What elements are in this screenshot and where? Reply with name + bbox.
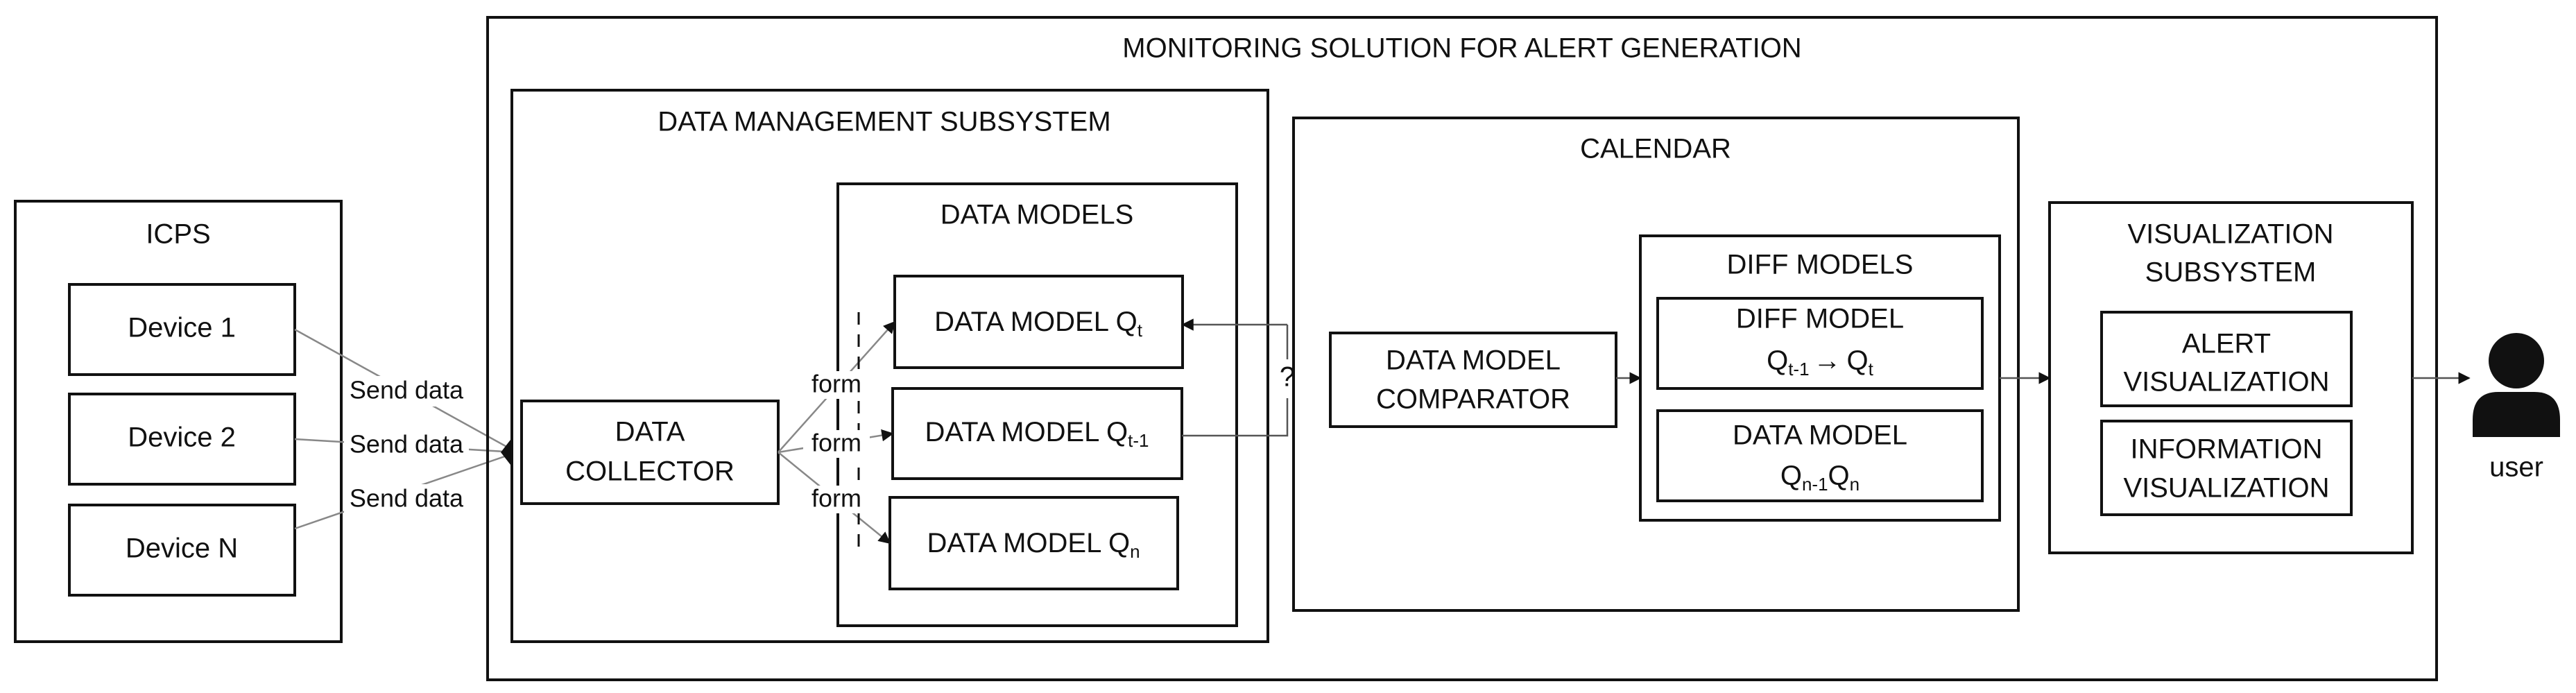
diff-models-title: DIFF MODELS bbox=[1727, 250, 1914, 280]
diff-model-title: DIFF MODEL bbox=[1736, 304, 1904, 334]
form-label-1: form bbox=[812, 370, 861, 398]
icps-title: ICPS bbox=[146, 219, 210, 250]
monitoring-solution-title: MONITORING SOLUTION FOR ALERT GENERATION bbox=[1122, 33, 1801, 64]
data-management-title: DATA MANAGEMENT SUBSYSTEM bbox=[658, 107, 1110, 137]
information-visualization-box: INFORMATION VISUALIZATION bbox=[2100, 420, 2353, 516]
device-n-box: Device N bbox=[68, 504, 296, 597]
send-data-label-3: Send data bbox=[350, 484, 464, 513]
calendar-panel: CALENDAR DATA MODEL COMPARATOR DIFF MODE… bbox=[1292, 117, 2020, 612]
data-model-qt-label: DATA MODEL Qt bbox=[934, 307, 1143, 341]
user-icon bbox=[2473, 333, 2560, 437]
data-model-qt-1-box: DATA MODEL Qt-1 bbox=[891, 387, 1183, 480]
data-models-panel: DATA MODELS DATA MODEL Qt DATA MODEL Qt-… bbox=[836, 182, 1238, 627]
data-model-qt-1-label: DATA MODEL Qt-1 bbox=[925, 417, 1149, 451]
diff-model-formula: Qt-1→Qt bbox=[1767, 345, 1874, 379]
data-collector-box: DATA COLLECTOR bbox=[520, 400, 780, 505]
monitoring-solution-frame bbox=[486, 16, 2438, 681]
send-data-label-1: Send data bbox=[350, 376, 464, 404]
device-2-label: Device 2 bbox=[128, 422, 236, 453]
send-data-label-2: Send data bbox=[350, 430, 464, 459]
question-mark-label: ? bbox=[1280, 362, 1295, 393]
alert-visualization-line-1: ALERT bbox=[2182, 329, 2271, 359]
form-label-2: form bbox=[812, 429, 861, 457]
device-2-box: Device 2 bbox=[68, 393, 296, 486]
icps-panel: ICPS Device 1 Device 2 Device N bbox=[14, 200, 343, 643]
diff-models-panel: DIFF MODELS DIFF MODEL Qt-1→Qt DATA MODE… bbox=[1639, 234, 2001, 522]
comparator-line-1: DATA MODEL bbox=[1386, 345, 1561, 376]
visualization-title-line-2: SUBSYSTEM bbox=[2145, 257, 2317, 288]
information-visualization-line-2: VISUALIZATION bbox=[2123, 473, 2329, 504]
diff-data-model-formula: Qn-1Qn bbox=[1780, 461, 1860, 495]
data-management-subsystem: DATA MANAGEMENT SUBSYSTEM DATA COLLECTOR… bbox=[510, 89, 1269, 643]
alert-visualization-box: ALERT VISUALIZATION bbox=[2100, 311, 2353, 407]
information-visualization-line-1: INFORMATION bbox=[2130, 434, 2322, 465]
device-1-box: Device 1 bbox=[68, 283, 296, 376]
data-model-qt-box: DATA MODEL Qt bbox=[893, 275, 1184, 369]
comparator-line-2: COMPARATOR bbox=[1376, 384, 1570, 415]
device-n-label: Device N bbox=[126, 533, 238, 564]
device-1-label: Device 1 bbox=[128, 313, 236, 343]
data-model-comparator-box: DATA MODEL COMPARATOR bbox=[1329, 332, 1617, 428]
form-edges: form form form bbox=[778, 312, 896, 555]
alert-visualization-line-2: VISUALIZATION bbox=[2123, 367, 2329, 397]
data-model-qn-label: DATA MODEL Qn bbox=[927, 528, 1140, 562]
form-label-3: form bbox=[812, 484, 861, 513]
data-collector-line-2: COLLECTOR bbox=[565, 456, 735, 487]
visualization-subsystem: VISUALIZATION SUBSYSTEM ALERT VISUALIZAT… bbox=[2048, 201, 2414, 554]
send-data-edges: Send data Send data Send data bbox=[294, 328, 520, 530]
calendar-title: CALENDAR bbox=[1580, 134, 1731, 164]
data-model-qn-box: DATA MODEL Qn bbox=[888, 496, 1179, 590]
data-models-title: DATA MODELS bbox=[941, 200, 1134, 230]
diff-data-model-box: DATA MODEL Qn-1Qn bbox=[1656, 409, 1984, 502]
diff-model-box: DIFF MODEL Qt-1→Qt bbox=[1656, 297, 1984, 390]
user-label: user bbox=[2489, 452, 2543, 483]
diff-data-model-title: DATA MODEL bbox=[1733, 420, 1907, 451]
data-collector-line-1: DATA bbox=[615, 417, 685, 447]
visualization-title-line-1: VISUALIZATION bbox=[2127, 219, 2333, 250]
